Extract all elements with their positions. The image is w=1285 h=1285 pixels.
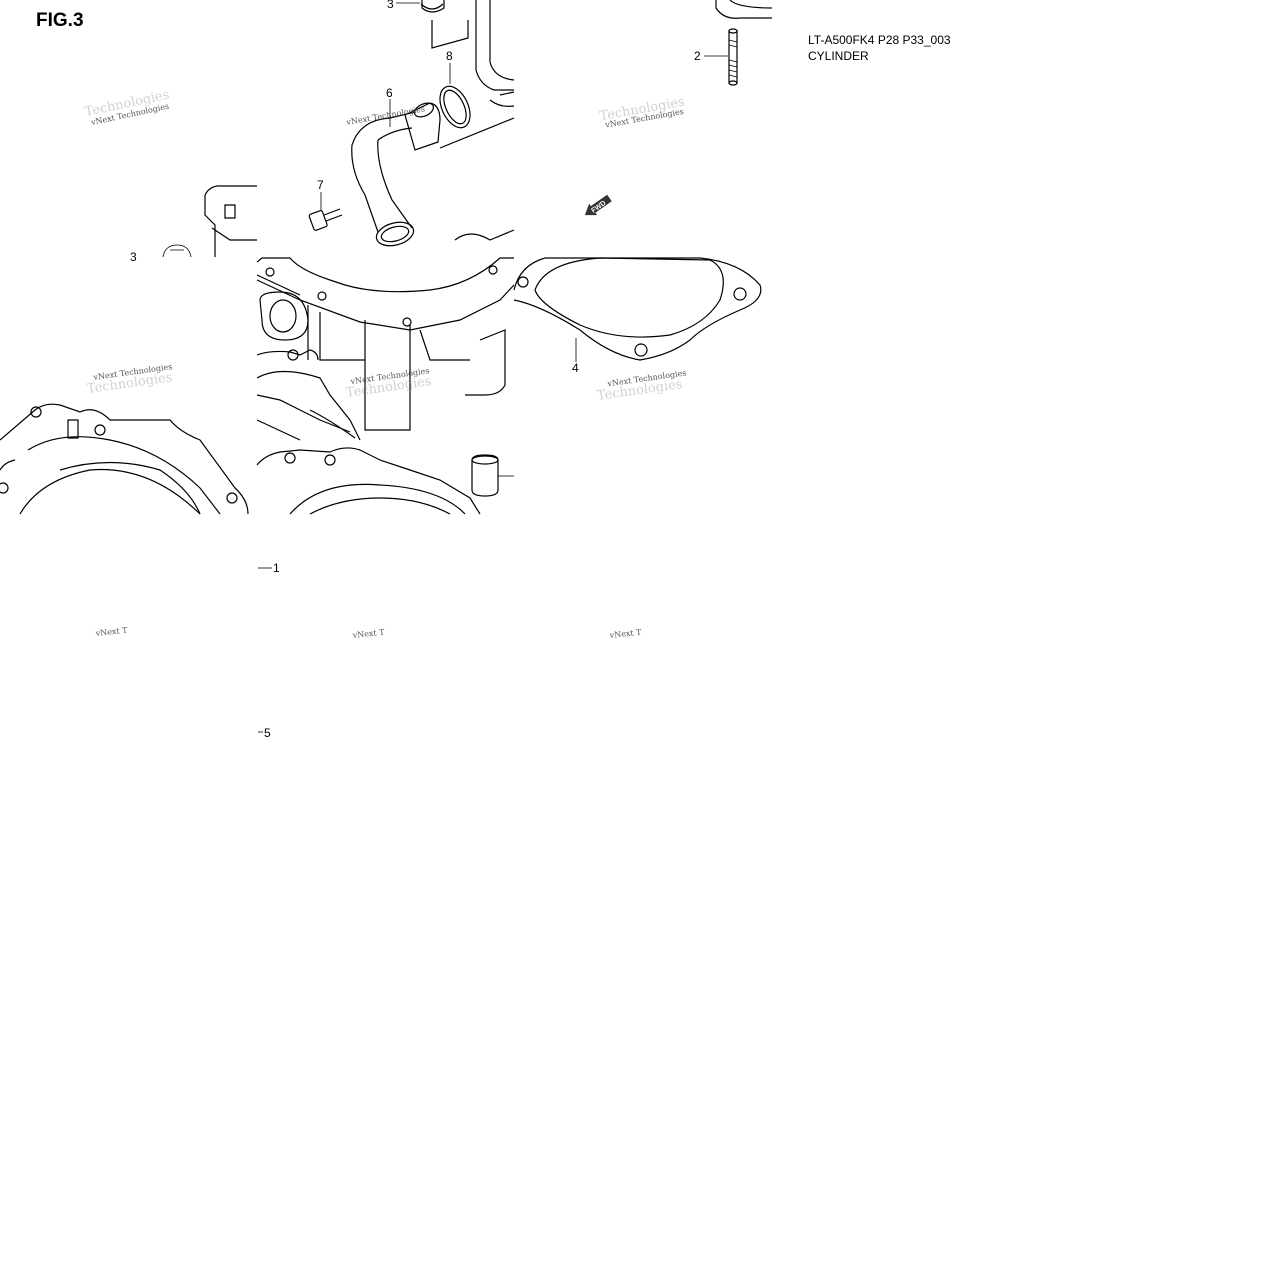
tile-top-left: 3 <box>130 185 257 264</box>
watermark-text: vNext Technologies <box>345 104 426 127</box>
callout-5: 5 <box>264 726 271 740</box>
callout-8: 8 <box>446 49 453 63</box>
reference-code: LT-A500FK4 P28 P33_003 <box>808 33 951 47</box>
callout-1: 1 <box>273 561 280 575</box>
callout-2: 2 <box>694 49 701 63</box>
tile-center-cylinder <box>256 257 515 515</box>
watermark-partial: vNext T <box>94 626 128 638</box>
fwd-arrow-icon: FWD <box>584 194 612 216</box>
tile-mid-right: 4 <box>513 257 762 375</box>
callout-4: 4 <box>572 361 579 375</box>
figure-title: FIG.3 <box>36 10 84 31</box>
watermark-partial: vNext T <box>608 628 642 640</box>
watermark-partial: vNext T <box>351 628 385 640</box>
callout-3-upper: 3 <box>387 0 394 11</box>
callout-3-lower: 3 <box>130 250 137 264</box>
tile-top-center: 3 8 6 7 <box>308 0 515 247</box>
fwd-label: FWD <box>590 200 607 215</box>
callout-7: 7 <box>317 178 324 192</box>
diagram-subtitle: CYLINDER <box>808 49 869 60</box>
watermarks: Technologies vNext Technologies vNext Te… <box>83 87 686 640</box>
callout-6: 6 <box>386 86 393 100</box>
tile-mid-left <box>0 403 249 515</box>
